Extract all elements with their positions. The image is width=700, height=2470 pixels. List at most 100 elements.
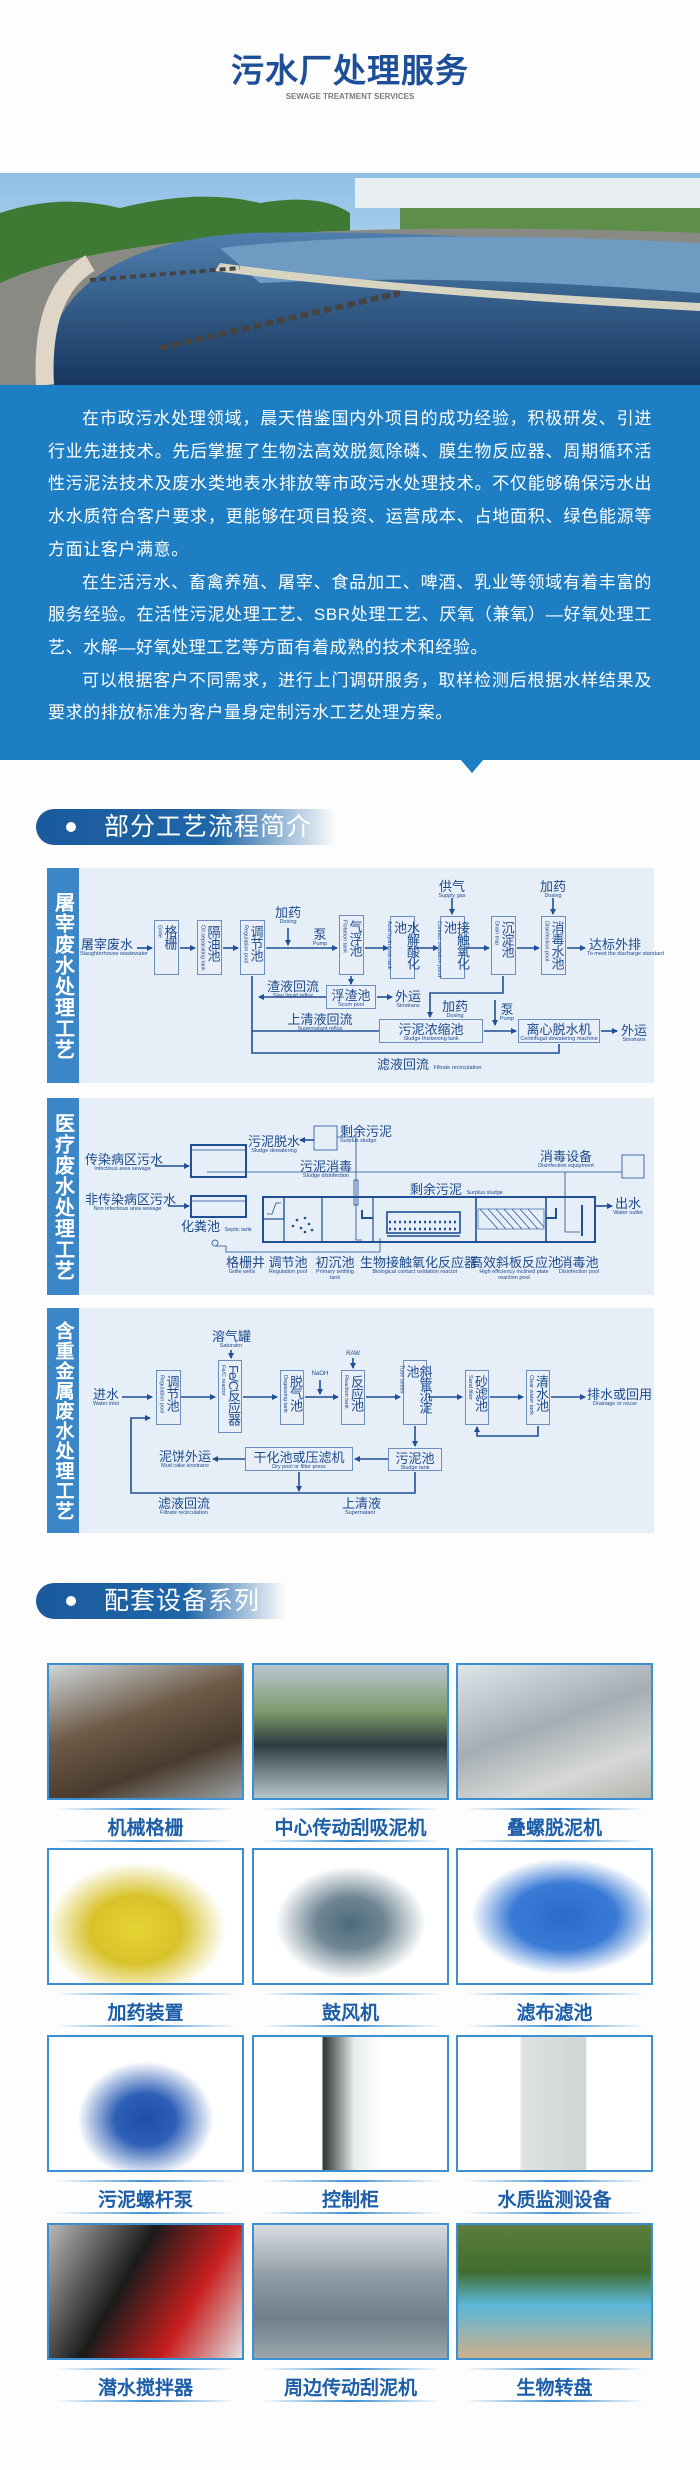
equipment-label: 控制柜 <box>321 2190 379 2211</box>
intro-paragraph: 在市政污水处理领域，晨天借鉴国内外项目的成功经验，积极研发、引进行业先进技术。先… <box>48 409 652 559</box>
label-divider <box>465 2368 645 2370</box>
equipment-label: 周边传动刮泥机 <box>283 2378 417 2399</box>
intro-paragraph: 在生活污水、畜禽养殖、屠宰、食品加工、啤酒、乳业等领域有着丰富的服务经验。在活性… <box>48 572 652 657</box>
label-divider <box>465 1840 645 1842</box>
label-divider <box>465 2180 645 2182</box>
label-divider <box>261 2025 441 2027</box>
equipment-label: 生物转盘 <box>516 2378 593 2399</box>
intro-paragraph: 可以根据客户不同需求，进行上门调研服务，取样检测后根据水样结果及要求的排放标准为… <box>48 670 652 723</box>
equipment-photo <box>252 1663 449 1800</box>
label-divider <box>261 2368 441 2370</box>
label-divider <box>261 1808 441 1810</box>
bullet-dot-icon <box>66 1596 76 1606</box>
label-divider <box>465 1808 645 1810</box>
label-divider <box>56 1993 236 1995</box>
label-divider <box>261 1993 441 1995</box>
diagram-side-label: 医疗废水处理工艺 <box>47 1098 79 1295</box>
hero-sewage-tank-photo <box>0 173 700 385</box>
equipment-photo <box>456 1848 653 1985</box>
equipment-photo <box>47 2223 244 2360</box>
diagram-side-label: 屠宰废水处理工艺 <box>47 868 79 1083</box>
label-divider <box>465 2025 645 2027</box>
equipment-label: 中心传动刮吸泥机 <box>274 1818 427 1839</box>
label-divider <box>56 2400 236 2402</box>
page-title: 污水厂处理服务 <box>231 51 469 90</box>
bullet-dot-icon <box>66 822 76 832</box>
label-divider <box>261 1840 441 1842</box>
equipment-label: 潜水搅拌器 <box>97 2378 193 2399</box>
panel-notch <box>460 759 484 773</box>
section-header-process: 部分工艺流程简介 <box>36 809 336 845</box>
page-subtitle: SEWAGE TREATMENT SERVICES <box>285 92 415 101</box>
equipment-photo <box>252 2035 449 2172</box>
equipment-photo <box>252 2223 449 2360</box>
equipment-photo <box>456 1663 653 1800</box>
label-divider <box>56 2368 236 2370</box>
equipment-label: 水质监测设备 <box>497 2190 612 2211</box>
label-divider <box>465 1993 645 1995</box>
section-title: 配套设备系列 <box>104 1587 261 1615</box>
equipment-label: 污泥螺杆泵 <box>97 2190 193 2211</box>
section-title: 部分工艺流程简介 <box>104 813 313 841</box>
equipment-label: 机械格栅 <box>107 1818 184 1839</box>
label-divider <box>261 2212 441 2214</box>
equipment-photo <box>47 1663 244 1800</box>
equipment-photo <box>456 2035 653 2172</box>
flow-label-septic-tank: 化粪池 Septic tank <box>181 1219 252 1234</box>
label-divider <box>56 1808 236 1810</box>
equipment-label: 滤布滤池 <box>516 2003 593 2024</box>
equipment-label: 鼓风机 <box>321 2003 379 2024</box>
label-divider <box>465 2212 645 2214</box>
equipment-label: 叠螺脱泥机 <box>506 1818 602 1839</box>
equipment-photo <box>47 2035 244 2172</box>
label-divider <box>261 2400 441 2402</box>
flow-label-filtrate: 滤液回流 Filtrate recirculation <box>377 1057 482 1072</box>
label-divider <box>56 2180 236 2182</box>
equipment-photo <box>47 1848 244 1985</box>
diagram-slaughter <box>47 868 654 1083</box>
equipment-label: 加药装置 <box>107 2003 184 2024</box>
diagram-side-label: 含重金属废水处理工艺 <box>47 1308 79 1533</box>
label-divider <box>261 2180 441 2182</box>
flow-label-naoh: NaOH <box>311 1371 329 1377</box>
section-header-equipment: 配套设备系列 <box>36 1583 286 1619</box>
label-divider <box>465 2400 645 2402</box>
